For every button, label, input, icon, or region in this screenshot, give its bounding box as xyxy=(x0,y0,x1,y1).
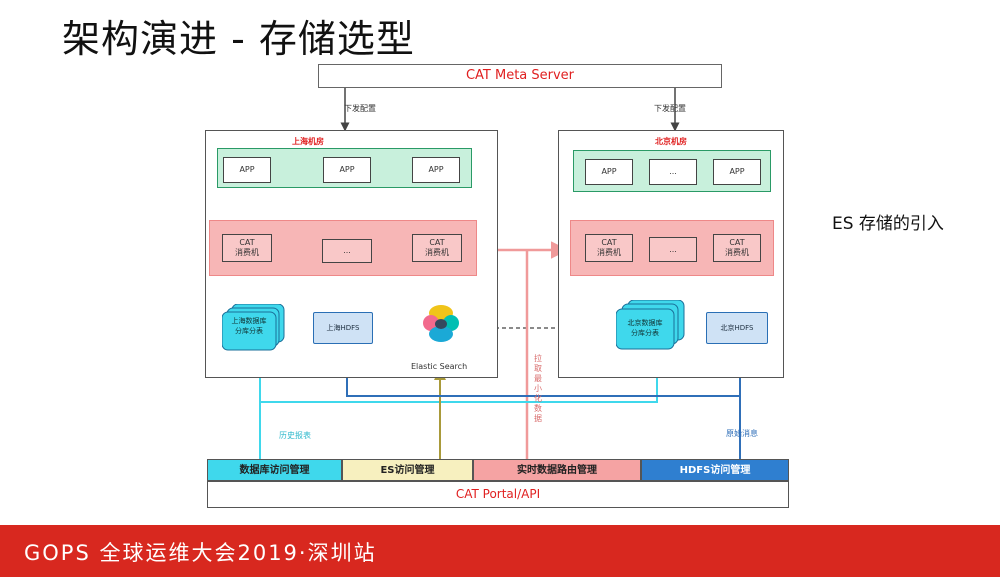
flow-label-pull-min-data: 拉取最小化数据 xyxy=(534,354,542,423)
meta-server-box: CAT Meta Server xyxy=(318,64,722,88)
shanghai-db-icon: 上海数据库 分库分表 xyxy=(222,304,286,352)
portal-tab-hdfs-access: HDFS访问管理 xyxy=(641,459,789,481)
portal-api-box: CAT Portal/API xyxy=(207,481,789,508)
footer-bar xyxy=(0,525,1000,577)
beijing-app-3: APP xyxy=(713,159,761,185)
shanghai-consumer-3: CAT 消费机 xyxy=(412,234,462,262)
beijing-app-2: ... xyxy=(649,159,697,185)
beijing-room-label: 北京机房 xyxy=(655,137,687,146)
side-note: ES 存储的引入 xyxy=(832,214,944,234)
shanghai-hdfs: 上海HDFS xyxy=(313,312,373,344)
beijing-consumer-2: ... xyxy=(649,237,697,262)
page-title: 架构演进 - 存储选型 xyxy=(62,17,415,61)
beijing-app-1: APP xyxy=(585,159,633,185)
shanghai-room-label: 上海机房 xyxy=(292,137,324,146)
elasticsearch-label: Elastic Search xyxy=(411,362,468,371)
flow-label-raw-message: 原始消息 xyxy=(726,429,758,438)
footer-text: GOPS 全球运维大会2019·深圳站 xyxy=(24,541,377,565)
portal-tab-db-access: 数据库访问管理 xyxy=(207,459,342,481)
elasticsearch-logo-icon xyxy=(422,304,460,344)
shanghai-app-1: APP xyxy=(223,157,271,183)
dispatch-label-shanghai: 下发配置 xyxy=(344,104,376,113)
portal-tab-route: 实时数据路由管理 xyxy=(473,459,641,481)
beijing-consumer-1: CAT 消费机 xyxy=(585,234,633,262)
shanghai-consumer-2: ... xyxy=(322,239,372,263)
beijing-db-icon: 北京数据库 分库分表 xyxy=(616,300,686,352)
shanghai-app-2: APP xyxy=(323,157,371,183)
shanghai-consumer-1: CAT 消费机 xyxy=(222,234,272,262)
shanghai-db-label: 上海数据库 分库分表 xyxy=(231,317,267,335)
beijing-db-label: 北京数据库 分库分表 xyxy=(627,319,663,337)
portal-tab-es-access: ES访问管理 xyxy=(342,459,473,481)
shanghai-app-3: APP xyxy=(412,157,460,183)
dispatch-label-beijing: 下发配置 xyxy=(654,104,686,113)
flow-label-history-report: 历史报表 xyxy=(279,431,311,440)
beijing-consumer-3: CAT 消费机 xyxy=(713,234,761,262)
beijing-hdfs: 北京HDFS xyxy=(706,312,768,344)
